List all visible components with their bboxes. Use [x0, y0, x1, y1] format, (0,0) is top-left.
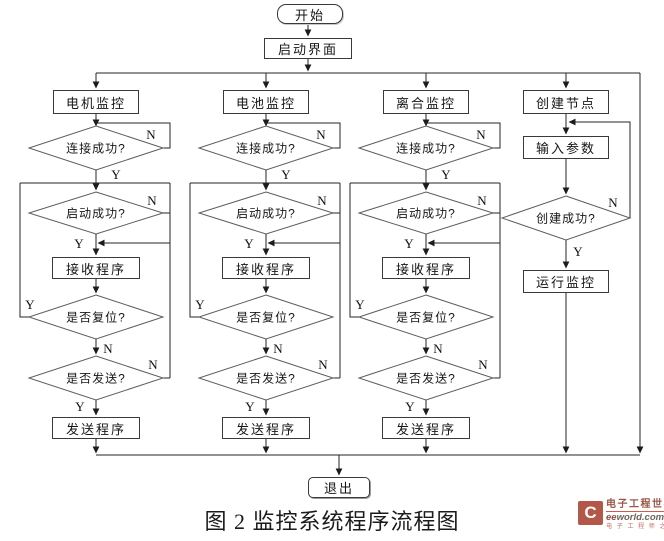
col3-reset-no-label: N — [433, 341, 443, 356]
col2-launch-yes-label: Y — [244, 236, 254, 251]
col2-connect-no-label: N — [316, 127, 326, 142]
col1-header-box: 电机监控 — [53, 90, 139, 114]
flow-line — [266, 122, 341, 149]
col1-connect-no-label: N — [146, 127, 156, 142]
watermark-domain-rest: world.com.cn — [616, 512, 664, 523]
col1-send-label: 是否发送? — [66, 371, 126, 386]
flow-line — [426, 122, 501, 149]
col3-transmit-box: 发送程序 — [382, 417, 470, 439]
col2-send-label: 是否发送? — [236, 371, 296, 386]
watermark-slogan: 电 子 工 程 师 之 家 — [606, 524, 664, 530]
col3-launch-no-label: N — [477, 193, 487, 208]
col3-send-label: 是否发送? — [396, 371, 456, 386]
col1-connect-label: 连接成功? — [66, 141, 126, 156]
col3-connect-no-label: N — [476, 127, 486, 142]
col1-launch-label: 启动成功? — [66, 206, 126, 221]
flow-line — [189, 183, 199, 318]
col3-launch-label: 启动成功? — [396, 206, 456, 221]
col2-connect-label: 连接成功? — [236, 141, 296, 156]
flow-arrow — [568, 118, 631, 218]
col2-receive-box: 接收程序 — [222, 257, 310, 279]
col3-reset-yes-label: Y — [355, 297, 365, 312]
col3-header-box: 离合监控 — [383, 90, 469, 114]
watermark-domain: eeworld.com.cn — [606, 511, 664, 523]
eeworld-watermark: C 电子工程世界 eeworld.com.cn 电 子 工 程 师 之 家 — [578, 498, 664, 532]
col4-created-label: 创建成功? — [536, 211, 596, 226]
figure-caption: 图 2 监控系统程序流程图 — [204, 509, 460, 534]
col4-run-box: 运行监控 — [523, 270, 609, 293]
flow-line — [349, 183, 359, 318]
col1-launch-no-label: N — [147, 193, 157, 208]
col1-connect-yes-label: Y — [111, 167, 121, 182]
start-node: 开始 — [277, 4, 343, 24]
watermark-domain-ee: ee — [606, 512, 617, 523]
col4-created-yes-label: Y — [573, 244, 583, 259]
col2-transmit-box: 发送程序 — [222, 417, 310, 439]
col2-send-no-label: N — [318, 357, 328, 372]
col2-reset-no-label: N — [273, 341, 283, 356]
col3-launch-yes-label: Y — [404, 236, 414, 251]
col2-launch-label: 启动成功? — [236, 206, 296, 221]
flow-line — [19, 183, 29, 318]
col3-reset-label: 是否复位? — [396, 310, 456, 325]
watermark-text: 电子工程世界 eeworld.com.cn 电 子 工 程 师 之 家 — [606, 498, 664, 532]
flow-line — [96, 122, 171, 149]
col1-receive-box: 接收程序 — [52, 257, 140, 279]
col3-receive-box: 接收程序 — [382, 257, 470, 279]
col3-connect-yes-label: Y — [441, 167, 451, 182]
col3-connect-label: 连接成功? — [396, 141, 456, 156]
col1-reset-label: 是否复位? — [66, 310, 126, 325]
col2-reset-yes-label: Y — [195, 297, 205, 312]
col4-created-no-label: N — [608, 195, 618, 210]
init-node: 启动界面 — [264, 38, 352, 59]
col2-reset-label: 是否复位? — [236, 310, 296, 325]
col1-reset-no-label: N — [103, 341, 113, 356]
eeworld-logo-icon: C — [578, 501, 603, 525]
col1-transmit-box: 发送程序 — [52, 417, 140, 439]
col1-launch-yes-label: Y — [74, 236, 84, 251]
col3-send-yes-label: Y — [405, 399, 415, 414]
col1-reset-yes-label: Y — [25, 297, 35, 312]
watermark-brand: 电子工程世界 — [606, 499, 664, 510]
col4-header-box: 创建节点 — [523, 90, 609, 114]
col4-input-box: 输入参数 — [523, 136, 609, 159]
col3-send-no-label: N — [478, 357, 488, 372]
col1-send-no-label: N — [148, 357, 158, 372]
col2-header-box: 电池监控 — [223, 90, 309, 114]
col2-connect-yes-label: Y — [281, 167, 291, 182]
col2-launch-no-label: N — [317, 193, 327, 208]
col2-send-yes-label: Y — [245, 399, 255, 414]
exit-node: 退出 — [308, 477, 370, 498]
col1-send-yes-label: Y — [75, 399, 85, 414]
